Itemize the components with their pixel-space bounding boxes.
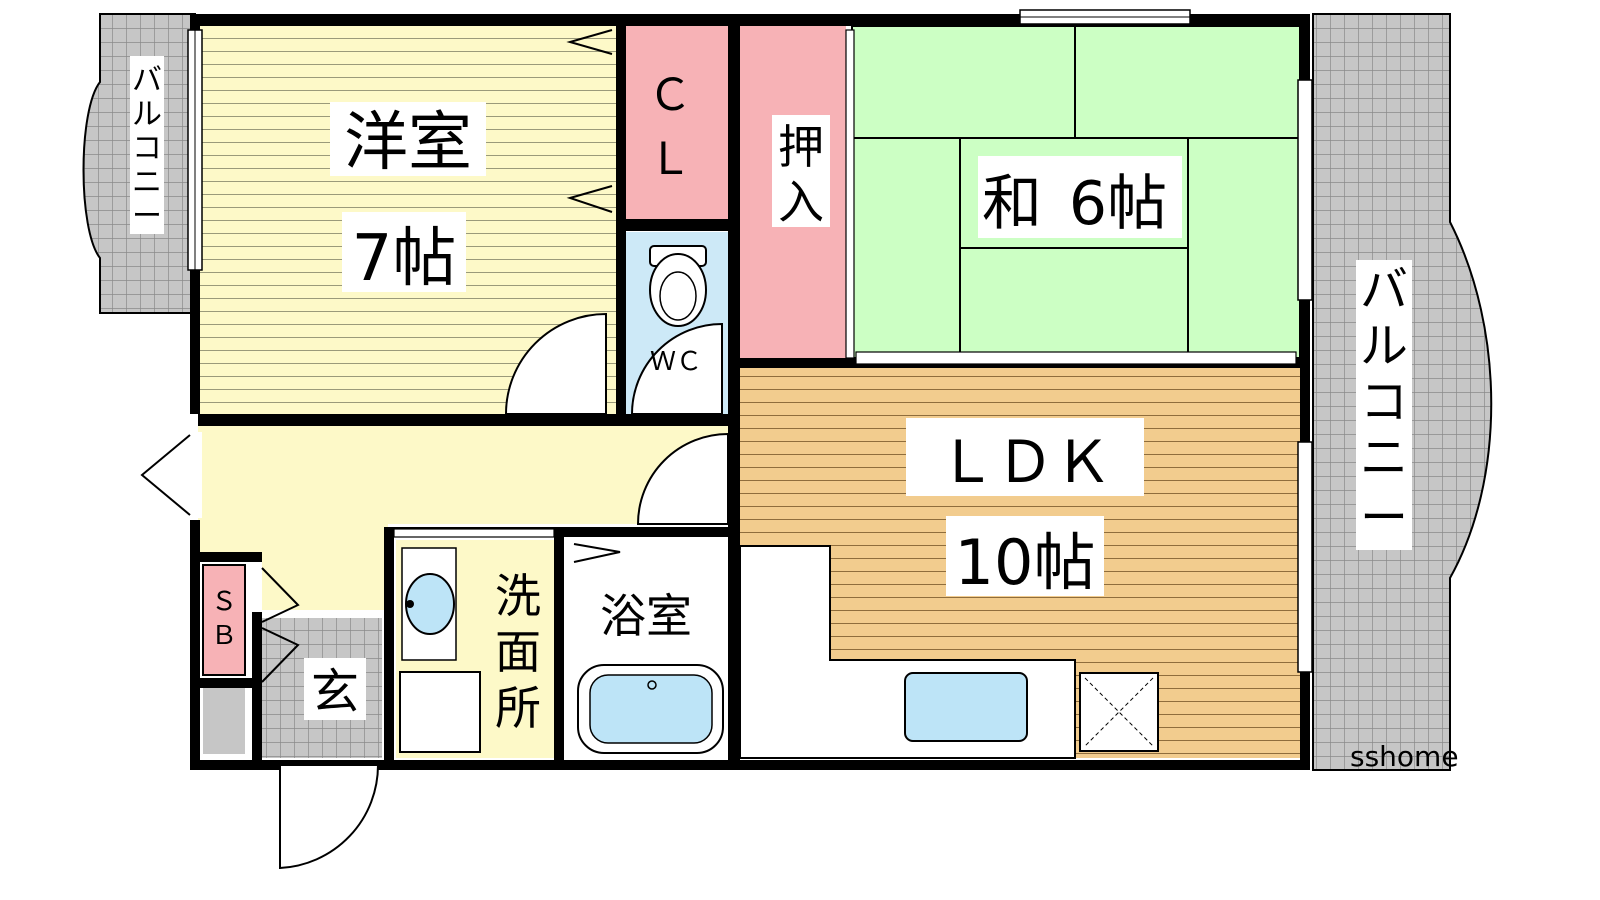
toilet-icon [649, 245, 707, 327]
watermark: sshome [1350, 740, 1459, 773]
kitchen-sink [904, 672, 1028, 742]
balcony-right [1312, 13, 1493, 771]
shoe-box [202, 564, 246, 676]
western-room-size: 7帖 [352, 222, 457, 296]
japanese-room-size: 6帖 [1069, 169, 1167, 239]
entrance-label: 玄 [311, 664, 359, 720]
svg-text:ル: ル [1360, 318, 1408, 374]
balcony-left [82, 13, 196, 314]
balcony-right-label: バ ル コ ニ ー [1360, 262, 1408, 546]
oshiire-label-2: 入 [778, 175, 824, 229]
balcony-left-label: バ ル コ ニ ー [132, 63, 162, 234]
closet-label-1: Ｃ [648, 70, 692, 121]
svg-text:ー: ー [132, 199, 162, 234]
storage-box [203, 688, 245, 754]
closet-floor [626, 26, 728, 219]
washroom-label-2: 面 [495, 625, 541, 679]
shoe-box-label-1: Ｓ [211, 587, 237, 617]
western-room-name: 洋室 [344, 106, 472, 180]
washroom-label-1: 洗 [495, 569, 541, 623]
bath-label: 浴室 [600, 589, 692, 643]
svg-text:コ: コ [1360, 374, 1408, 430]
washroom-label-3: 所 [495, 681, 541, 735]
ldk-name: ＬＤＫ [938, 428, 1112, 496]
shoe-box-label-2: Ｂ [211, 621, 237, 651]
svg-text:バ: バ [132, 63, 162, 98]
svg-text:コ: コ [132, 131, 162, 166]
svg-text:バ: バ [1360, 262, 1408, 318]
svg-text:ー: ー [1360, 490, 1408, 546]
washroom-floor [396, 540, 554, 758]
doors [140, 29, 729, 870]
svg-text:ニ: ニ [132, 165, 162, 200]
windows [187, 9, 1313, 673]
svg-text:ニ: ニ [1360, 430, 1408, 486]
oshiire-label-1: 押 [778, 120, 824, 174]
washing-machine-icon [399, 671, 481, 753]
bath-floor [566, 540, 732, 758]
stove-icon [1079, 672, 1159, 752]
hall-floor [198, 426, 730, 610]
ldk-size: 10帖 [955, 526, 1096, 599]
toilet-label: ＷＣ [650, 347, 702, 377]
japanese-room-name: 和 [982, 169, 1042, 239]
closet-label-2: Ｌ [648, 134, 692, 185]
svg-text:ル: ル [132, 97, 162, 132]
